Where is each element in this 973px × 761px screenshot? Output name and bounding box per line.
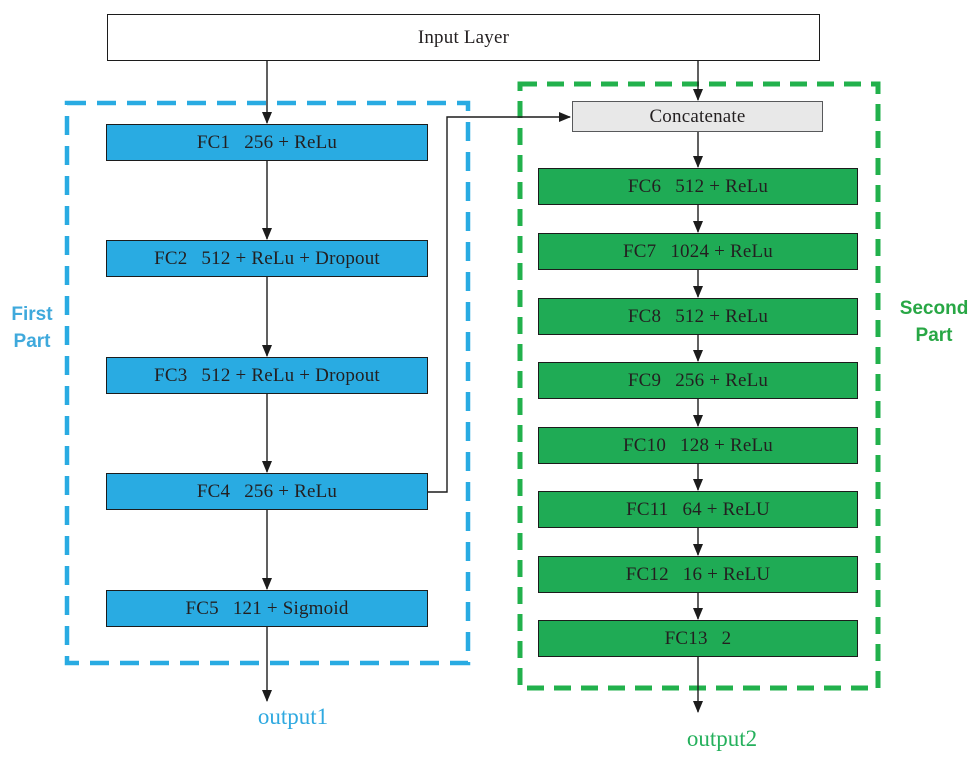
first-part-label-line1: First bbox=[11, 304, 53, 325]
layer-id: FC4 bbox=[196, 480, 231, 502]
layer-box-fc12: FC12 16 + ReLU bbox=[538, 556, 858, 593]
second-part-label-line2: Part bbox=[915, 325, 953, 346]
layer-spec: 512 + ReLu bbox=[675, 175, 769, 197]
output2-label: output2 bbox=[686, 726, 758, 751]
second-part-label: Second Part bbox=[895, 295, 973, 349]
layer-id: FC1 bbox=[196, 131, 231, 153]
layer-id: FC3 bbox=[154, 364, 188, 386]
first-part-label: First Part bbox=[2, 301, 62, 355]
layer-box-fc10: FC10 128 + ReLu bbox=[538, 427, 858, 464]
layer-id: FC11 bbox=[626, 498, 669, 520]
layer-box-fc11: FC11 64 + ReLU bbox=[538, 491, 858, 528]
layer-spec: 256 + ReLu bbox=[244, 131, 338, 153]
input-layer-label: Input Layer bbox=[417, 26, 510, 48]
layer-spec: 512 + ReLu + Dropout bbox=[201, 364, 380, 386]
layer-spec: 128 + ReLu bbox=[680, 434, 773, 456]
layer-box-fc7: FC7 1024 + ReLu bbox=[538, 233, 858, 270]
layer-box-fc5: FC5 121 + Sigmoid bbox=[106, 590, 428, 627]
second-part-label-line1: Second bbox=[899, 298, 969, 319]
first-part-label-line2: Part bbox=[13, 331, 51, 352]
layer-box-fc6: FC6 512 + ReLu bbox=[538, 168, 858, 205]
layer-box-fc9: FC9 256 + ReLu bbox=[538, 362, 858, 399]
layer-id: FC2 bbox=[154, 247, 188, 269]
layer-id: FC12 bbox=[625, 563, 669, 585]
layer-box-fc13: FC13 2 bbox=[538, 620, 858, 657]
layer-id: FC7 bbox=[623, 240, 657, 262]
layer-spec: 121 + Sigmoid bbox=[232, 597, 349, 619]
layer-spec: 256 + ReLu bbox=[244, 480, 338, 502]
concatenate-label: Concatenate bbox=[649, 105, 746, 127]
layer-spec: 2 bbox=[721, 627, 732, 649]
layer-box-fc1: FC1 256 + ReLu bbox=[106, 124, 428, 161]
layer-spec: 1024 + ReLu bbox=[670, 240, 773, 262]
layer-spec: 512 + ReLu bbox=[675, 305, 769, 327]
layer-id: FC13 bbox=[664, 627, 708, 649]
layer-box-fc2: FC2 512 + ReLu + Dropout bbox=[106, 240, 428, 277]
layer-spec: 64 + ReLU bbox=[682, 498, 770, 520]
layer-id: FC10 bbox=[623, 434, 667, 456]
layer-id: FC5 bbox=[185, 597, 219, 619]
layer-id: FC6 bbox=[627, 175, 662, 197]
concatenate-box: Concatenate bbox=[572, 101, 823, 132]
layer-spec: 256 + ReLu bbox=[675, 369, 769, 391]
layer-spec: 512 + ReLu + Dropout bbox=[201, 247, 380, 269]
layer-box-fc4: FC4 256 + ReLu bbox=[106, 473, 428, 510]
layer-id: FC8 bbox=[627, 305, 662, 327]
layer-id: FC9 bbox=[627, 369, 662, 391]
input-layer-box: Input Layer bbox=[107, 14, 820, 61]
output1-label: output1 bbox=[257, 704, 329, 729]
layer-box-fc3: FC3 512 + ReLu + Dropout bbox=[106, 357, 428, 394]
layer-spec: 16 + ReLU bbox=[682, 563, 771, 585]
layer-box-fc8: FC8 512 + ReLu bbox=[538, 298, 858, 335]
